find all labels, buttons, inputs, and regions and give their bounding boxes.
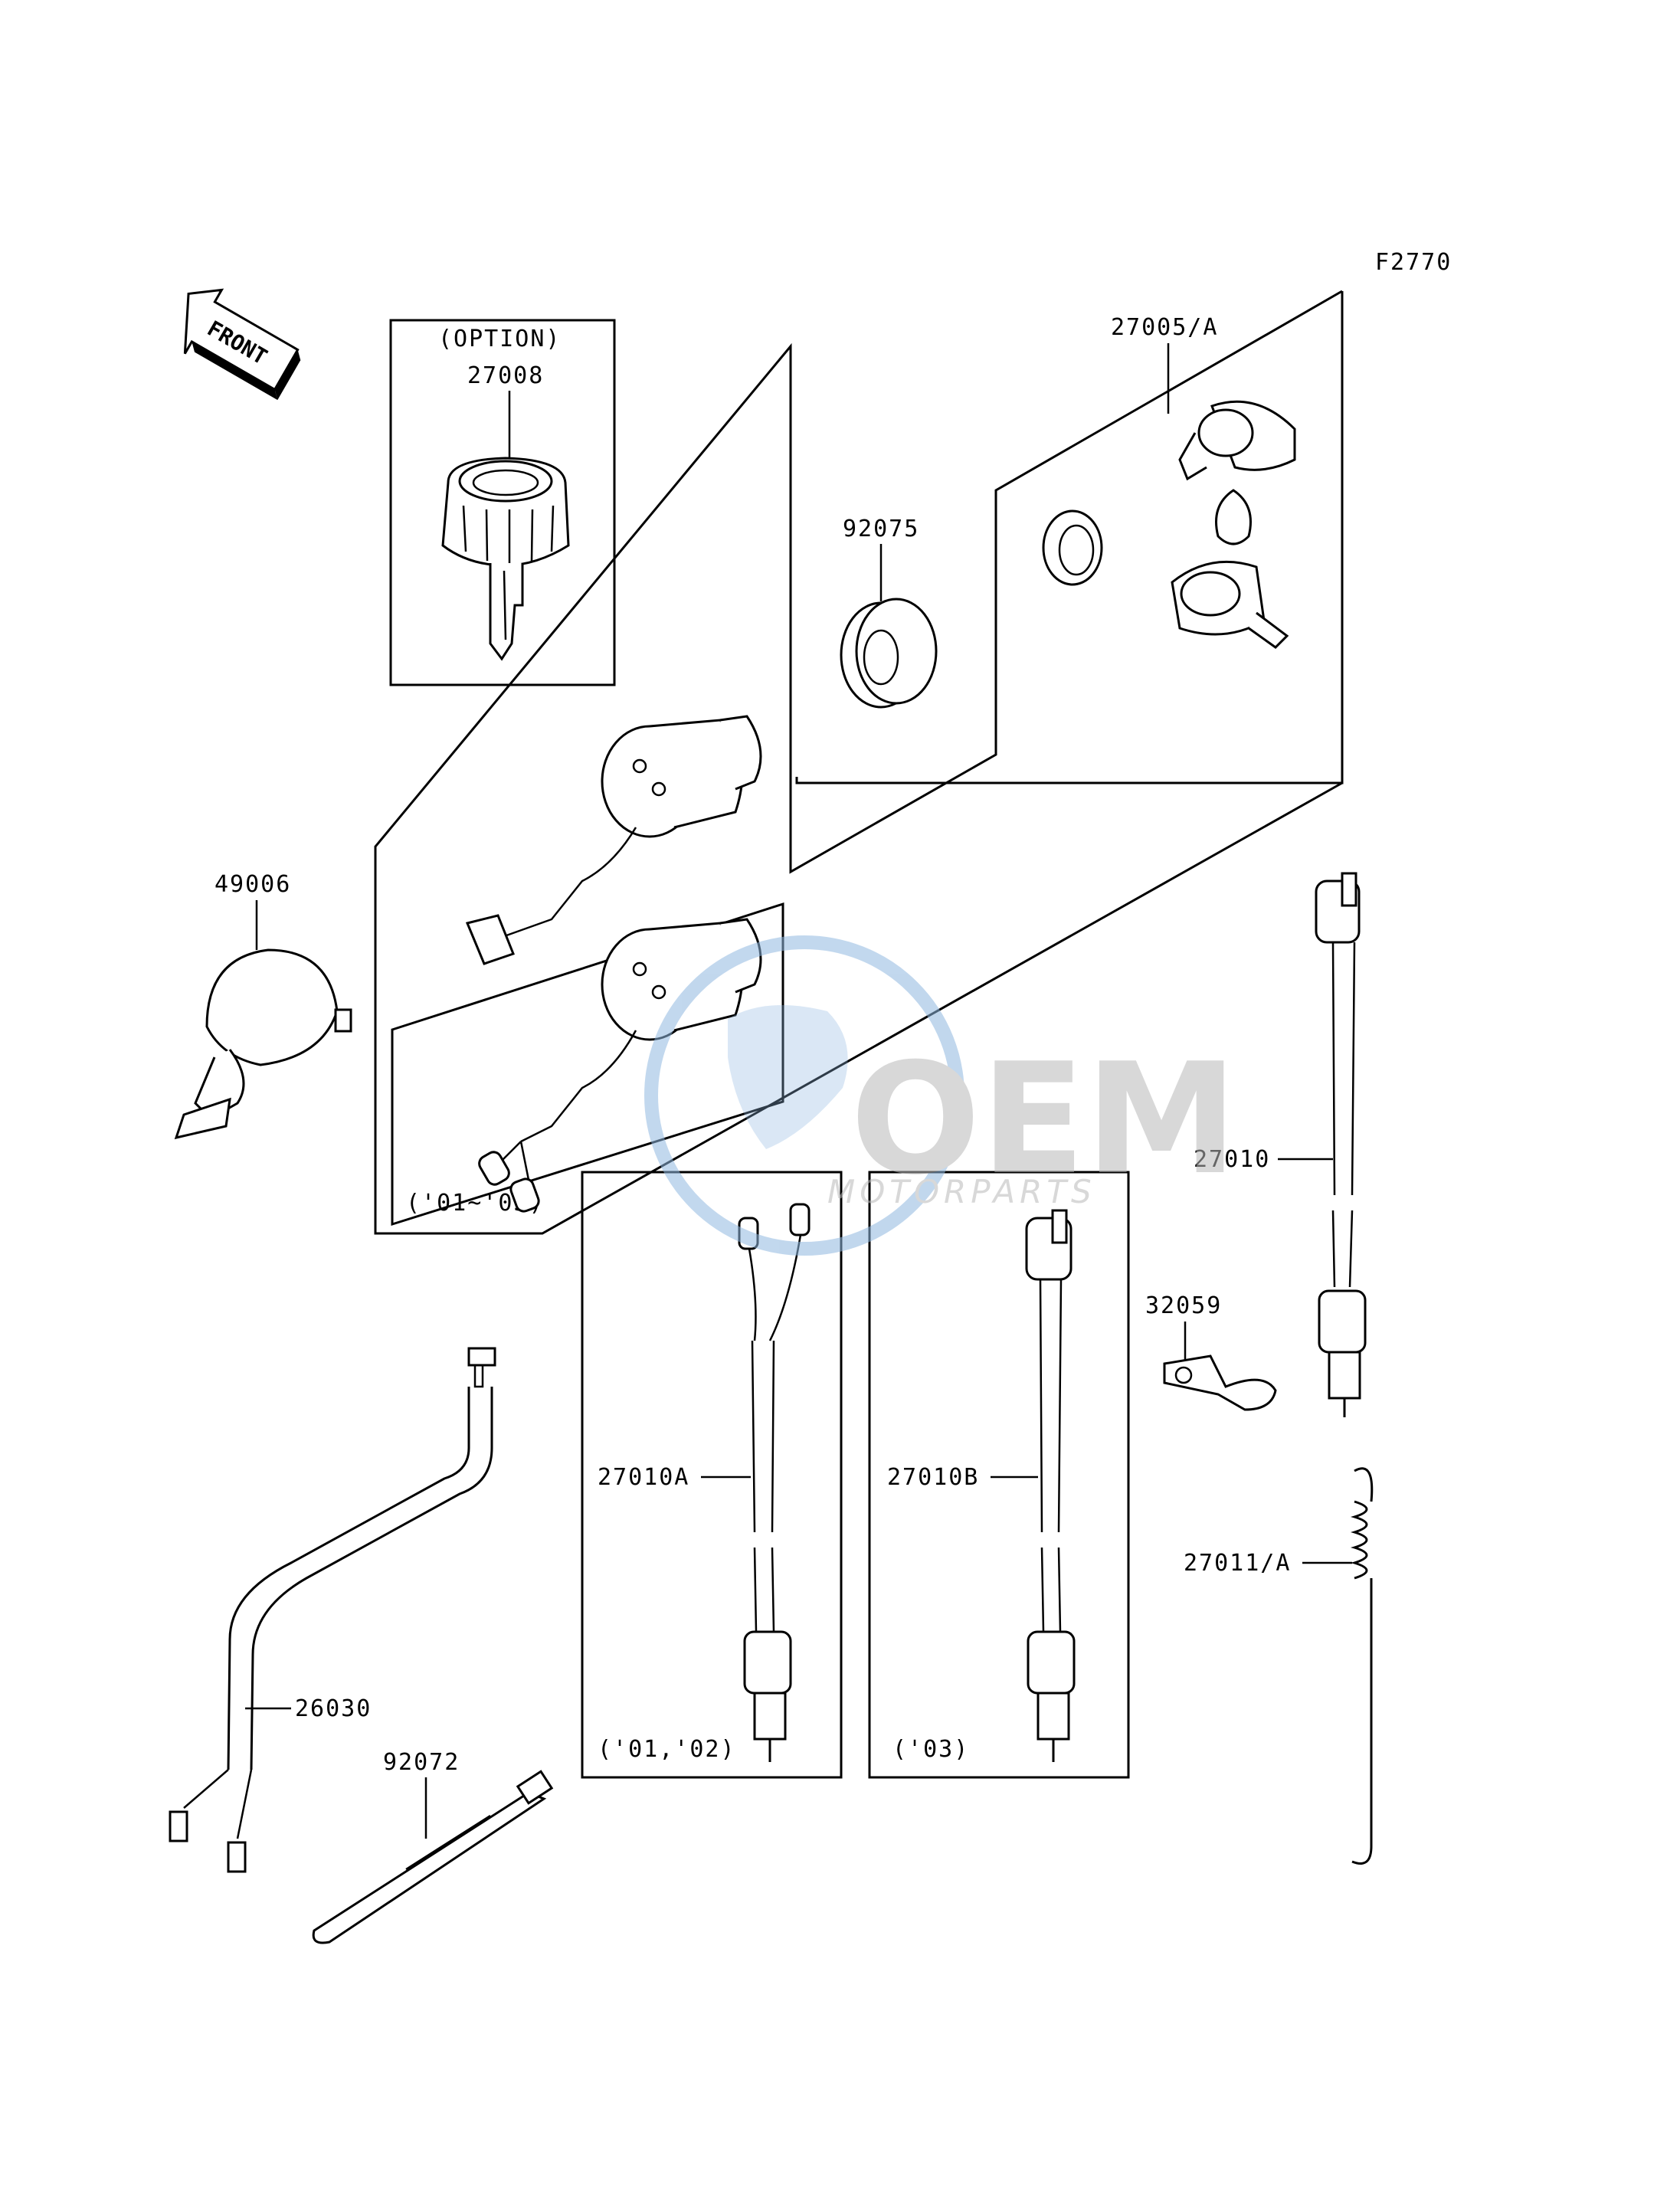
sensor-27010B-group: ('03) 27010B — [868, 1171, 1130, 1779]
part-label-27010B: 27010B — [887, 1464, 979, 1491]
tie-group: 92072 — [312, 1749, 554, 1944]
part-label-92072: 92072 — [383, 1749, 460, 1776]
option-note: (OPTION) — [438, 326, 562, 352]
part-label-27008: 27008 — [467, 362, 544, 389]
part-label-27010A: 27010A — [598, 1464, 689, 1491]
part-label-49006: 49006 — [215, 871, 291, 898]
ignition-switch-group: 27005/A ('01~'03) — [374, 290, 1344, 1235]
option-key-group: (OPTION) 27008 — [389, 319, 616, 686]
clamp-icon — [1163, 1354, 1277, 1411]
harness-icon — [169, 1347, 496, 1873]
part-label-32059: 32059 — [1145, 1292, 1222, 1319]
watermark-brand: OEM — [850, 1030, 1238, 1209]
figure-code: F2770 — [1375, 249, 1452, 276]
cable-tie-icon — [312, 1770, 554, 1944]
sensor-b-icon — [1025, 1209, 1076, 1762]
front-arrow-icon: FRONT — [183, 288, 301, 401]
ignition-switch-icon — [465, 715, 762, 965]
part-label-27011A: 27011/A — [1184, 1550, 1291, 1577]
sensor-27010-group: 27010 — [1194, 872, 1367, 1417]
harness-group: 26030 — [169, 1347, 496, 1873]
sensor-icon — [1315, 872, 1367, 1417]
part-label-27010: 27010 — [1194, 1146, 1270, 1173]
watermark-logo: OEM MOTORPARTS — [644, 935, 1238, 1256]
seal-group: 92075 — [840, 516, 938, 709]
sensor-a-icon — [738, 1203, 811, 1762]
part-label-26030: 26030 — [295, 1695, 372, 1722]
years-label-01-02: ('01,'02) — [598, 1736, 736, 1763]
seal-ring-icon — [840, 598, 938, 709]
spring-rod-icon — [1350, 1467, 1374, 1865]
sensor-27010A-group: ('01,'02) 27010A — [581, 1171, 843, 1779]
part-label-27005A: 27005/A — [1111, 314, 1218, 341]
key-set-icon — [1042, 400, 1296, 649]
cap-group: 49006 — [174, 871, 352, 1140]
years-label-03: ('03) — [892, 1736, 969, 1763]
part-label-92075: 92075 — [843, 516, 919, 542]
watermark-sub: MOTORPARTS — [827, 1173, 1096, 1210]
cap-icon — [174, 948, 352, 1140]
key-icon — [441, 457, 570, 661]
clamp-group: 32059 — [1145, 1292, 1277, 1411]
globe-icon — [644, 935, 964, 1256]
spring-group: 27011/A — [1184, 1467, 1374, 1865]
